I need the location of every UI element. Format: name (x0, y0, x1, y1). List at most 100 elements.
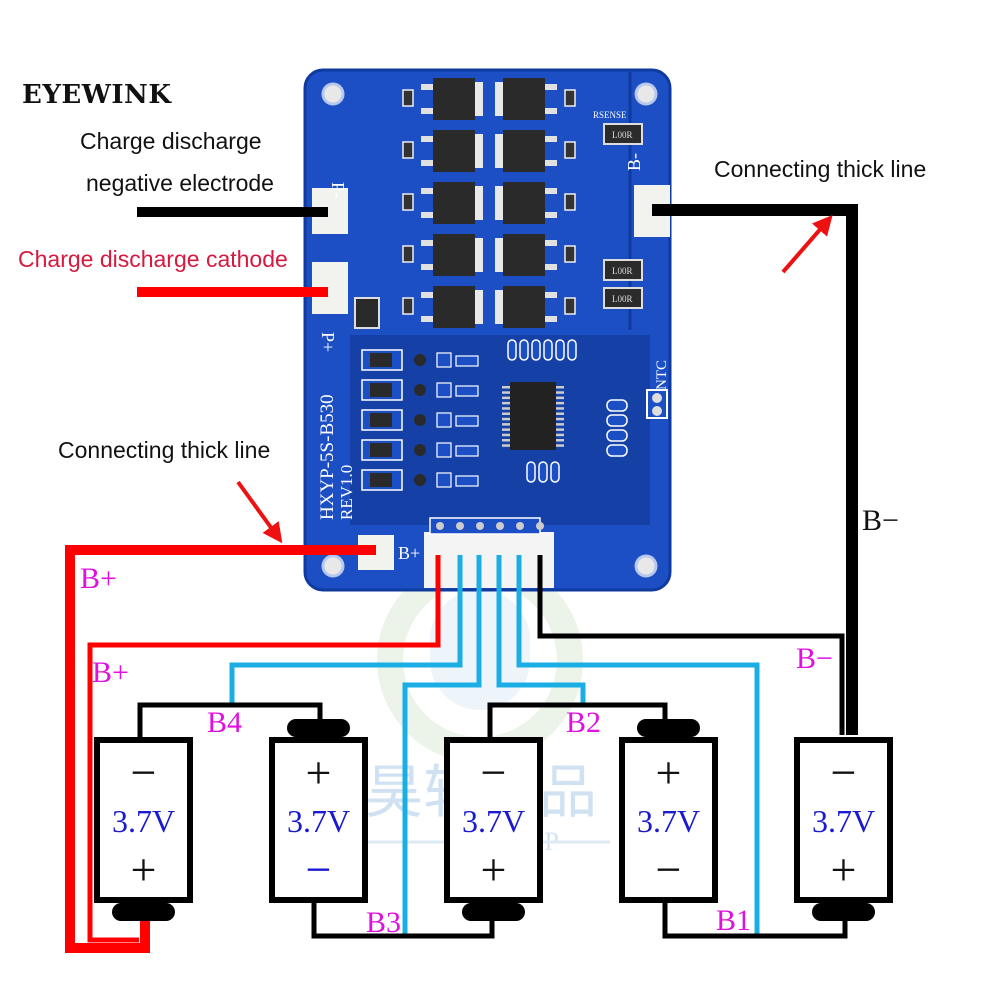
cell-bottom-polarity: + (831, 844, 857, 895)
pad-label-b-plus: B+ (398, 543, 420, 563)
balance-resistor (361, 409, 479, 431)
link-b4 (137, 702, 323, 740)
wire-b3 (402, 555, 482, 935)
smd-resistor (564, 245, 576, 263)
balance-connector (424, 532, 554, 588)
mosfet (495, 182, 576, 224)
transistor (414, 414, 426, 426)
cell-voltage: 3.7V (637, 803, 700, 839)
capacitor (606, 444, 628, 457)
annotation-thick-line-right: Connecting thick line (714, 156, 927, 182)
cell-terminal (287, 719, 350, 737)
svg-text:L00R: L00R (612, 266, 633, 276)
sense-resistors: RSENSE L00R L00R L00R (593, 110, 643, 309)
mosfet (495, 234, 576, 276)
wire-b-minus-thick (652, 204, 858, 735)
mosfet (402, 130, 483, 172)
label-b-minus-main: B− (862, 504, 899, 537)
svg-text:L00R: L00R (612, 294, 633, 304)
capacitor (538, 461, 548, 483)
capacitor (606, 429, 628, 442)
capacitor (519, 339, 529, 361)
arrow-right-icon (781, 214, 833, 274)
connector-pin (536, 522, 544, 530)
smd-resistor (402, 245, 414, 263)
label-b4: B4 (207, 706, 243, 739)
wire-b1 (516, 555, 760, 935)
balance-resistor (361, 439, 479, 461)
label-b-plus-inner: B+ (92, 656, 129, 689)
cell-bottom-polarity: − (656, 844, 682, 895)
mosfet (495, 286, 576, 328)
cell-voltage: 3.7V (462, 803, 525, 839)
smd-resistor (402, 89, 414, 107)
cell-top-polarity: − (831, 747, 857, 798)
cell-terminal (112, 903, 175, 921)
transistor (414, 354, 426, 366)
smd-resistor (402, 141, 414, 159)
bms-board: P- P+ B- B+ HXYP-5S-B530 REV1.0 RSENSE L… (303, 68, 672, 592)
cell-top-polarity: − (481, 747, 507, 798)
balance-resistor (361, 349, 479, 371)
battery-cell: − 3.7V + (794, 737, 893, 921)
smd-resistor (402, 297, 414, 315)
capacitor (606, 414, 628, 427)
capacitor (550, 461, 560, 483)
battery-cell: −3.7V+ (94, 737, 193, 921)
cell-terminal (462, 903, 525, 921)
pad-label-p-plus: P+ (318, 332, 338, 352)
transistor (414, 384, 426, 396)
capacitor (606, 399, 628, 412)
connector-pin (436, 522, 444, 530)
cell-bottom-polarity: + (481, 844, 507, 895)
mosfet (402, 182, 483, 224)
mount-hole-icon (321, 82, 345, 106)
svg-text:L00R: L00R (612, 130, 633, 140)
rsense-label: RSENSE (593, 110, 627, 120)
pad-label-b-minus: B- (624, 153, 644, 171)
capacitor (567, 339, 577, 361)
board-model: HXYP-5S-B530 (317, 394, 338, 520)
annotation-thick-line-left: Connecting thick line (58, 437, 271, 463)
protection-ic (502, 382, 564, 450)
connector-pin (516, 522, 524, 530)
cell-terminal (637, 719, 700, 737)
label-b3: B3 (366, 906, 402, 939)
battery-cell: − 3.7V + (444, 737, 543, 921)
mosfet-array (402, 78, 576, 328)
sense-resistor (603, 123, 643, 145)
mount-hole-icon (634, 82, 658, 106)
wire-b4 (229, 555, 463, 705)
label-b1: B1 (716, 904, 752, 937)
cell-top-polarity: + (306, 747, 332, 798)
mosfet (402, 286, 483, 328)
wire-b-minus-sense (537, 555, 845, 735)
arrow-left-icon (236, 480, 283, 544)
cell-terminal (812, 903, 875, 921)
brand-logo: EYEWINK (22, 80, 172, 110)
mosfet (402, 234, 483, 276)
capacitor (555, 339, 565, 361)
annotation-cathode: Charge discharge cathode (18, 246, 288, 272)
mount-hole-icon (321, 554, 345, 578)
connector-pin (456, 522, 464, 530)
capacitor (543, 339, 553, 361)
pad-label-p-minus: P- (328, 182, 348, 198)
label-b-minus-sense: B− (796, 642, 833, 675)
battery-cell: +3.7V− (619, 719, 718, 903)
board-revision: REV1.0 (337, 465, 356, 520)
cell-voltage: 3.7V (812, 803, 875, 839)
transistor (414, 474, 426, 486)
battery-cells: −3.7V++3.7V−−3.7V++3.7V−−3.7V+ (94, 719, 893, 921)
ntc-label: NTC (654, 360, 670, 390)
link-b1 (662, 900, 848, 939)
transistor (414, 444, 426, 456)
smd-resistor (564, 193, 576, 211)
capacitors (507, 339, 628, 483)
mosfet (402, 78, 483, 120)
mosfet (495, 78, 576, 120)
balance-resistor (361, 379, 479, 401)
sense-resistor (603, 259, 643, 281)
